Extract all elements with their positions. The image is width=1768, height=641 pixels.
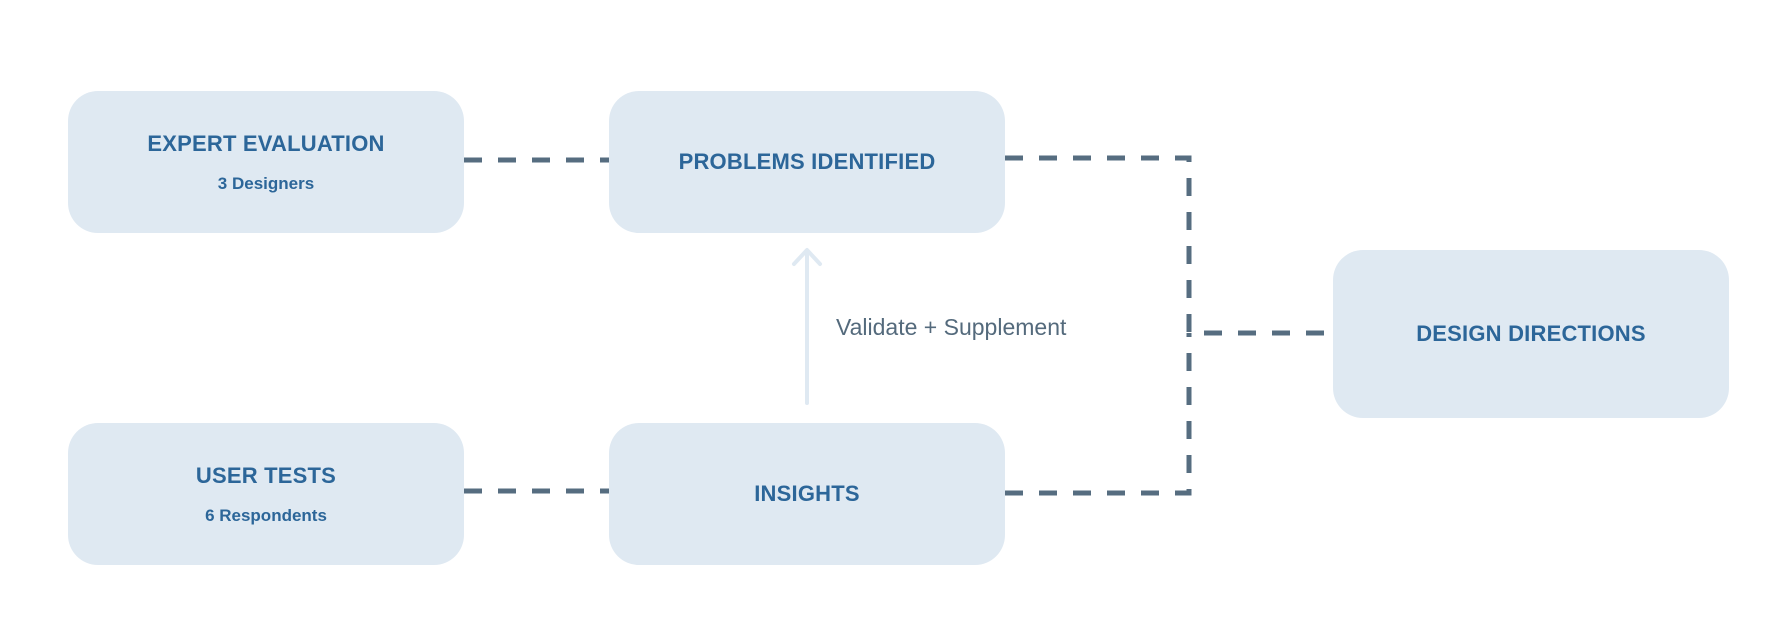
connector-problems-to-directions (1005, 155, 1333, 336)
connector-insights-to-directions (1005, 333, 1192, 496)
node-problems-identified: PROBLEMS IDENTIFIED (609, 91, 1005, 233)
validate-arrow (792, 248, 822, 405)
node-expert-evaluation-title: EXPERT EVALUATION (147, 130, 385, 156)
node-expert-evaluation-subtitle: 3 Designers (217, 173, 315, 193)
node-insights-title: INSIGHTS (754, 481, 860, 506)
node-design-directions: DESIGN DIRECTIONS (1333, 250, 1729, 418)
node-user-tests-subtitle: 6 Respondents (205, 505, 327, 525)
node-expert-evaluation: EXPERT EVALUATION 3 Designers (68, 91, 464, 233)
node-problems-identified-title: PROBLEMS IDENTIFIED (678, 149, 936, 174)
node-user-tests-title: USER TESTS (195, 462, 337, 488)
node-design-directions-title: DESIGN DIRECTIONS (1416, 321, 1646, 346)
node-user-tests: USER TESTS 6 Respondents (68, 423, 464, 565)
validate-supplement-label: Validate + Supplement (836, 314, 1067, 340)
validate-arrow-head-icon (792, 248, 822, 266)
node-insights: INSIGHTS (609, 423, 1005, 565)
